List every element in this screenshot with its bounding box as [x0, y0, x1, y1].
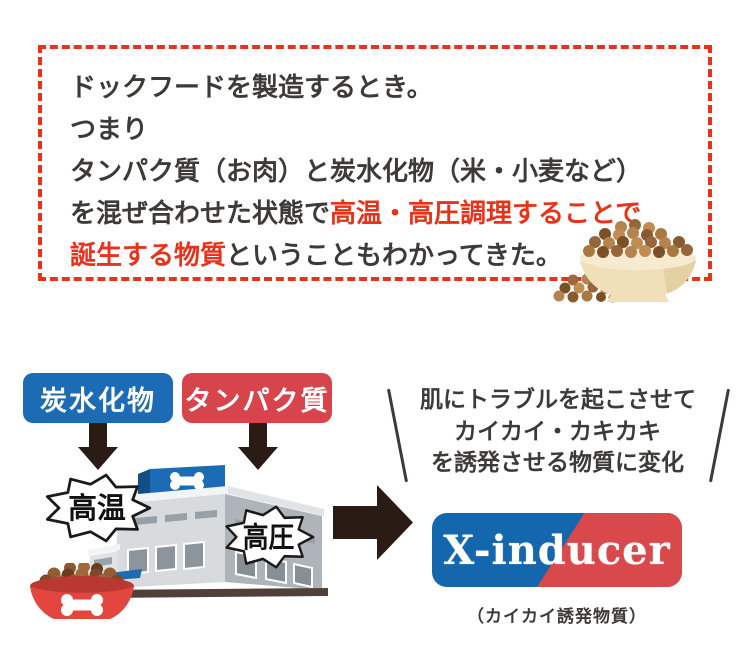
high-temp-bubble-text: 高温	[68, 493, 126, 525]
emphasis-line-right	[708, 388, 731, 483]
notice-line-2: つまり	[70, 114, 149, 144]
badge-label: X-inducer	[443, 526, 671, 574]
right-arrow-icon	[333, 485, 413, 560]
carbohydrate-label-text: 炭水化物	[40, 385, 156, 416]
protein-label-text: タンパク質	[184, 385, 330, 416]
notice-line-3: タンパク質（お肉）と炭水化物（米・小麦など）	[70, 156, 643, 186]
highlight-red-text: 誕生する物質	[70, 240, 227, 270]
down-arrow-icon	[78, 423, 118, 470]
result-line-1: 肌にトラブルを起こさせて	[420, 386, 696, 412]
carbohydrate-label: 炭水化物	[23, 373, 173, 423]
notice-box: ドックフードを製造するとき。 つまり タンパク質（お肉）と炭水化物（米・小麦など…	[38, 45, 712, 281]
spilled-kibble	[553, 273, 618, 303]
dog-bowl-illustration	[30, 563, 134, 619]
emphasis-line-left	[386, 388, 409, 483]
bone-icon	[170, 472, 204, 490]
highlight-red-text: 高温・高圧調理することで	[330, 198, 642, 228]
kibble-bowl-image	[553, 219, 696, 303]
bone-icon	[61, 594, 103, 616]
high-pressure-bubble: 高圧	[225, 505, 315, 569]
notice-line-1: ドックフードを製造するとき。	[70, 72, 433, 102]
result-text: 肌にトラブルを起こさせて カイカイ・カキカキ を誘発させる物質に変化	[420, 384, 696, 479]
result-line-2: カイカイ・カキカキ	[454, 417, 661, 444]
badge-caption: （カイカイ誘発物質）	[467, 607, 647, 626]
result-line-3: を誘発させる物質に変化	[431, 449, 684, 475]
high-pressure-bubble-text: 高圧	[243, 521, 295, 553]
x-inducer-badge: X-inducer	[432, 513, 682, 587]
down-arrow-icon	[238, 423, 278, 470]
high-temp-bubble: 高温	[45, 473, 152, 543]
notice-line-4: を混ぜ合わせた状態で高温・高圧調理することで	[70, 198, 642, 228]
protein-label: タンパク質	[182, 373, 332, 423]
kibble-mound	[583, 219, 693, 258]
notice-line-5: 誕生する物質ということもわかってきた。	[70, 240, 562, 270]
